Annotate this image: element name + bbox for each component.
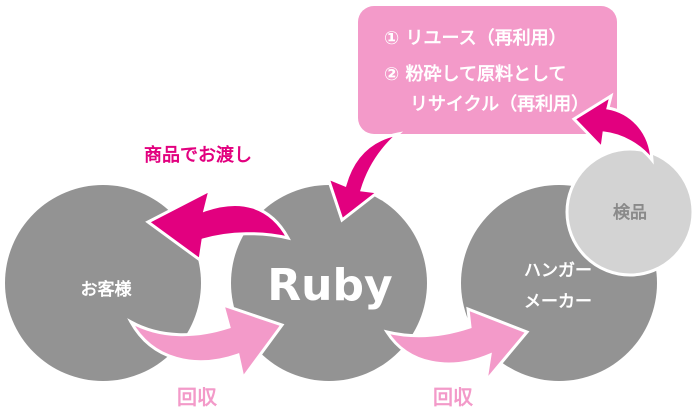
collect-label-left: 回収 <box>177 385 218 409</box>
ruby-logo: Ruby <box>267 260 392 311</box>
reuse-line-2: ② 粉砕して原料として <box>384 63 566 85</box>
customer-label: お客様 <box>81 279 133 300</box>
maker-label-line2: メーカー <box>524 292 592 312</box>
inspection-to-reuse-arrow <box>571 92 654 165</box>
collect-label-right: 回収 <box>433 385 474 409</box>
reuse-box <box>358 6 617 134</box>
maker-label-line1: ハンガー <box>524 261 592 281</box>
inspection-label: 検品 <box>613 202 647 223</box>
inspection-circle <box>565 147 692 277</box>
delivery-arrow <box>145 187 291 263</box>
reuse-line-3: リサイクル（再利用） <box>410 93 589 115</box>
reuse-to-ruby-arrow <box>325 131 404 223</box>
delivery-label: 商品でお渡し <box>144 144 252 166</box>
reuse-line-1: ① リユース（再利用） <box>384 27 567 49</box>
collect-arrow-right <box>383 306 530 387</box>
collect-arrow-left <box>127 302 285 382</box>
